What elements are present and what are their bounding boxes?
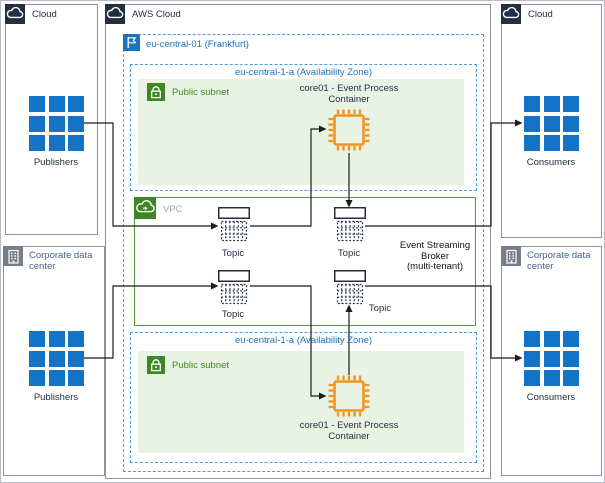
consumers-bottom-label: Consumers xyxy=(526,392,576,403)
event-process-container-1-label: core01 - Event Process Container xyxy=(279,83,419,105)
flag-icon xyxy=(123,34,140,51)
region-box[interactable] xyxy=(123,34,484,472)
region-label: eu-central-01 (Frankfurt) xyxy=(146,39,249,50)
vpc-label: VPC xyxy=(163,204,183,215)
topic-1-label: Topic xyxy=(221,248,245,259)
corporate-left-label: Corporate data center xyxy=(29,250,93,272)
topic-2-icon[interactable] xyxy=(334,207,366,247)
availability-zone-1-label: eu-central-1-a (Availability Zone) xyxy=(234,67,373,78)
topic-1-icon[interactable] xyxy=(218,207,250,247)
topic-4-label: Topic xyxy=(368,303,392,314)
building-icon xyxy=(3,246,23,266)
topic-3-label: Topic xyxy=(221,309,245,320)
cloud-right-label: Cloud xyxy=(528,9,553,20)
event-process-container-2-chip-icon[interactable] xyxy=(326,373,372,424)
topic-2-label: Topic xyxy=(337,248,361,259)
consumers-top-label: Consumers xyxy=(526,157,576,168)
consumers-bottom-grid-icon[interactable] xyxy=(524,331,579,386)
aws-cloud-icon xyxy=(105,4,125,24)
consumers-top-grid-icon[interactable] xyxy=(524,96,579,151)
corporate-right-label: Corporate data center xyxy=(527,250,591,272)
public-subnet-1-label: Public subnet xyxy=(172,87,230,98)
cloud-icon xyxy=(5,4,25,24)
public-subnet-2-label: Public subnet xyxy=(172,360,230,371)
event-process-container-1-chip-icon[interactable] xyxy=(326,107,372,158)
availability-zone-2-label: eu-central-1-a (Availability Zone) xyxy=(234,335,373,346)
event-process-container-2-label: core01 - Event Process Container xyxy=(279,420,419,442)
lock-icon xyxy=(147,356,165,374)
broker-line2: Broker xyxy=(421,250,449,262)
event-streaming-broker-label: Event Streaming Broker (multi-tenant) xyxy=(385,240,485,273)
cloud-left-label: Cloud xyxy=(32,9,57,20)
building-icon xyxy=(501,246,521,266)
publishers-top-grid-icon[interactable] xyxy=(29,96,84,151)
lock-icon xyxy=(147,83,165,101)
container-1-line1: core01 - Event Process xyxy=(299,83,399,94)
container-2-line1: core01 - Event Process xyxy=(299,420,399,431)
broker-line1: Event Streaming xyxy=(399,240,471,251)
publishers-bottom-label: Publishers xyxy=(33,392,79,403)
broker-line3: (multi-tenant) xyxy=(407,261,463,272)
cloud-icon xyxy=(501,4,521,24)
publishers-top-label: Publishers xyxy=(33,157,79,168)
publishers-bottom-grid-icon[interactable] xyxy=(29,331,84,386)
container-1-line2: Container xyxy=(328,93,370,105)
vpc-cloud-icon xyxy=(134,197,156,219)
container-2-line2: Container xyxy=(328,430,370,442)
topic-3-icon[interactable] xyxy=(218,270,250,310)
aws-cloud-label: AWS Cloud xyxy=(132,9,181,20)
